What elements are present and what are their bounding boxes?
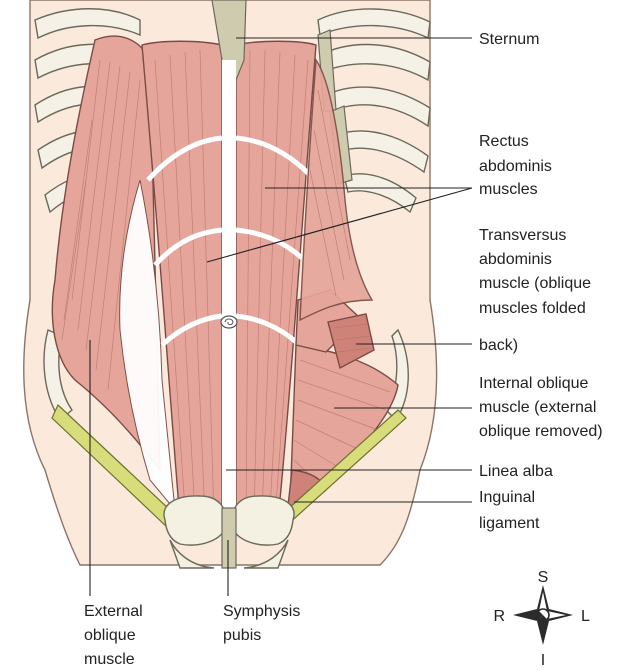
compass-left: L xyxy=(581,608,590,625)
symphysis-pubis xyxy=(222,508,236,568)
label-external-2: oblique xyxy=(84,627,136,644)
label-rectus-3: muscles xyxy=(479,181,538,198)
label-linea-alba: Linea alba xyxy=(479,463,553,480)
label-rectus-2: abdominis xyxy=(479,158,552,175)
label-inguinal-1: Inguinal xyxy=(479,489,535,506)
label-transversus-1: Transversus xyxy=(479,227,566,244)
label-sternum: Sternum xyxy=(479,31,539,48)
label-transversus-5: back) xyxy=(479,337,518,354)
label-transversus-2: abdominis xyxy=(479,251,552,268)
compass-inferior: I xyxy=(541,652,545,669)
label-transversus-3: muscle (oblique xyxy=(479,275,591,292)
label-external-3: muscle xyxy=(84,651,135,668)
label-transversus-4: muscles folded xyxy=(479,300,586,317)
label-inguinal-2: ligament xyxy=(479,515,540,532)
label-symphysis-1: Symphysis xyxy=(223,603,300,620)
label-internal-3: oblique removed) xyxy=(479,423,603,440)
label-internal-2: muscle (external xyxy=(479,399,596,416)
label-symphysis-2: pubis xyxy=(223,627,261,644)
pubic-bone-left xyxy=(232,496,294,545)
compass-superior: S xyxy=(538,569,549,586)
label-internal-1: Internal oblique xyxy=(479,375,589,392)
pubic-bone-right xyxy=(164,496,226,545)
label-external-1: External xyxy=(84,603,143,620)
label-rectus-1: Rectus xyxy=(479,133,529,150)
umbilicus xyxy=(221,316,237,328)
compass-right: R xyxy=(493,608,505,625)
linea-alba xyxy=(222,60,236,525)
orientation-compass: S I R L xyxy=(493,569,590,669)
